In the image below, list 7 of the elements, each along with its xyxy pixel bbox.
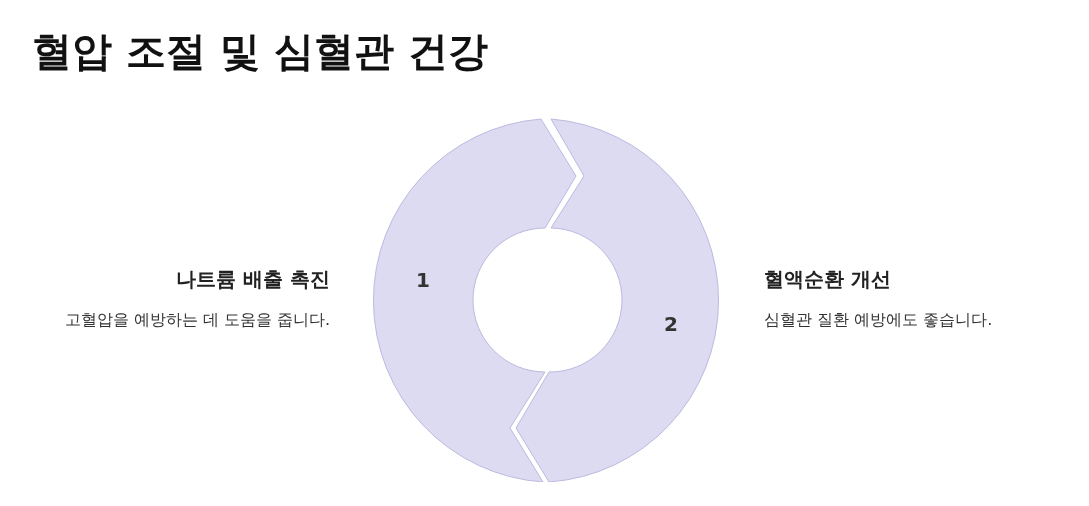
segment-number: 2 <box>664 312 678 336</box>
segment-number: 1 <box>416 268 430 292</box>
heading-text: 혈액순환 개선 <box>764 266 891 293</box>
description-text: 심혈관 질환 예방에도 좋습니다. <box>764 310 993 331</box>
heading-text: 나트륨 배출 촉진 <box>176 266 330 293</box>
description-text: 고혈압을 예방하는 데 도움을 줍니다. <box>64 310 330 331</box>
title-text: 혈압 조절 및 심혈관 건강 <box>32 27 488 76</box>
